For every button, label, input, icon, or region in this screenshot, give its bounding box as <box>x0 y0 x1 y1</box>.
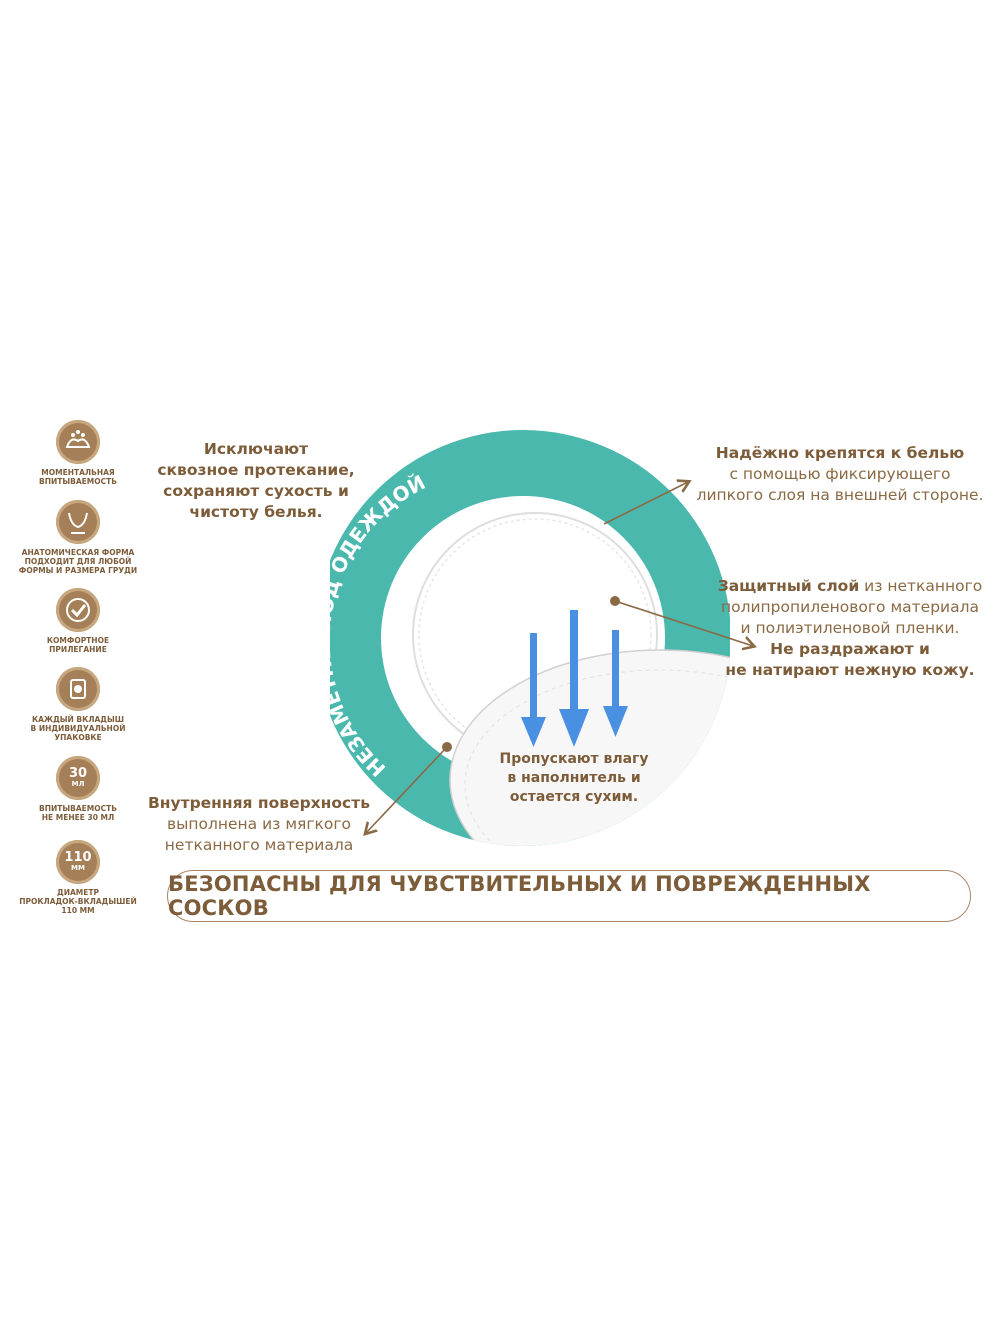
feature-caption: МОМЕНТАЛЬНАЯ ВПИТЫВАЕМОСТЬ <box>39 468 117 486</box>
pad-illustration: НЕЗАМЕТНЫ ПОД ОДЕЖДОЙ <box>330 430 730 846</box>
bra-drops-icon <box>56 420 100 464</box>
callout-line: Пропускают влагу <box>499 751 649 767</box>
callout-line: из нетканного <box>859 577 983 595</box>
callout-line: сквозное протекание, <box>157 461 355 479</box>
diameter-unit: ММ <box>71 864 85 872</box>
feature-caption: ДИАМЕТР ПРОКЛАДОК-ВКЛАДЫШЕЙ 110 ММ <box>19 888 137 915</box>
callout-fixation: Надёжно крепятся к белью с помощью фикси… <box>690 443 990 506</box>
callout-emphasis: не натирают нежную кожу. <box>725 661 975 679</box>
callout-line: сохраняют сухость и <box>163 482 349 500</box>
safety-banner: БЕЗОПАСНЫ ДЛЯ ЧУВСТВИТЕЛЬНЫХ И ПОВРЕЖДЕН… <box>167 870 971 922</box>
diameter-value: 110 <box>64 850 92 865</box>
callout-heading: Защитный слой <box>717 577 860 595</box>
volume-unit: МЛ <box>71 780 85 788</box>
callout-line: нетканного материала <box>164 836 354 854</box>
feature-comfort-fit: КОМФОРТНОЕ ПРИЛЕГАНИЕ <box>10 588 146 654</box>
callout-line: выполнена из мягкого <box>166 815 351 833</box>
callout-protective-layer: Защитный слой из нетканного полипропилен… <box>700 576 1000 681</box>
checkmark-icon <box>56 588 100 632</box>
feature-individual-package: КАЖДЫЙ ВКЛАДЫШ В ИНДИВИДУАЛЬНОЙ УПАКОВКЕ <box>10 667 146 742</box>
arrow-down-icon <box>521 633 546 747</box>
callout-no-leak: Исключают сквозное протекание, сохраняют… <box>150 439 362 523</box>
package-icon <box>56 667 100 711</box>
arrow-down-icon <box>603 630 628 737</box>
arrow-down-icon <box>559 610 589 747</box>
callout-emphasis: Не раздражают и <box>770 640 930 658</box>
callout-line: липкого слоя на внешней стороне. <box>696 486 984 504</box>
callout-heading: Надёжно крепятся к белью <box>715 444 965 462</box>
callout-line: чистоту белья. <box>189 503 323 521</box>
feature-caption: КОМФОРТНОЕ ПРИЛЕГАНИЕ <box>46 636 110 654</box>
bust-icon <box>56 500 100 544</box>
callout-line: с помощью фиксирующего <box>729 465 951 483</box>
callout-line: и полиэтиленовой пленки. <box>740 619 960 637</box>
feature-anatomic-shape: АНАТОМИЧЕСКАЯ ФОРМА ПОДХОДИТ ДЛЯ ЛЮБОЙ Ф… <box>10 500 146 575</box>
callout-line: Исключают <box>203 440 309 458</box>
feature-caption: АНАТОМИЧЕСКАЯ ФОРМА ПОДХОДИТ ДЛЯ ЛЮБОЙ Ф… <box>18 548 138 575</box>
callout-heading: Внутренняя поверхность <box>147 794 371 812</box>
feature-caption: ВПИТЫВАЕМОСТЬ НЕ МЕНЕЕ 30 МЛ <box>39 804 117 822</box>
feature-caption: КАЖДЫЙ ВКЛАДЫШ В ИНДИВИДУАЛЬНОЙ УПАКОВКЕ <box>30 715 126 742</box>
callout-moisture-pass: Пропускают влагу в наполнитель и остаетс… <box>486 750 662 807</box>
callout-inner-surface: Внутренняя поверхность выполнена из мягк… <box>146 793 372 856</box>
callout-line: в наполнитель и <box>507 770 641 786</box>
callout-line: полипропиленового материала <box>720 598 980 616</box>
volume-value: 30 <box>68 766 88 781</box>
feature-instant-absorption: МОМЕНТАЛЬНАЯ ВПИТЫВАЕМОСТЬ <box>10 420 146 486</box>
callout-line: остается сухим. <box>509 789 639 805</box>
